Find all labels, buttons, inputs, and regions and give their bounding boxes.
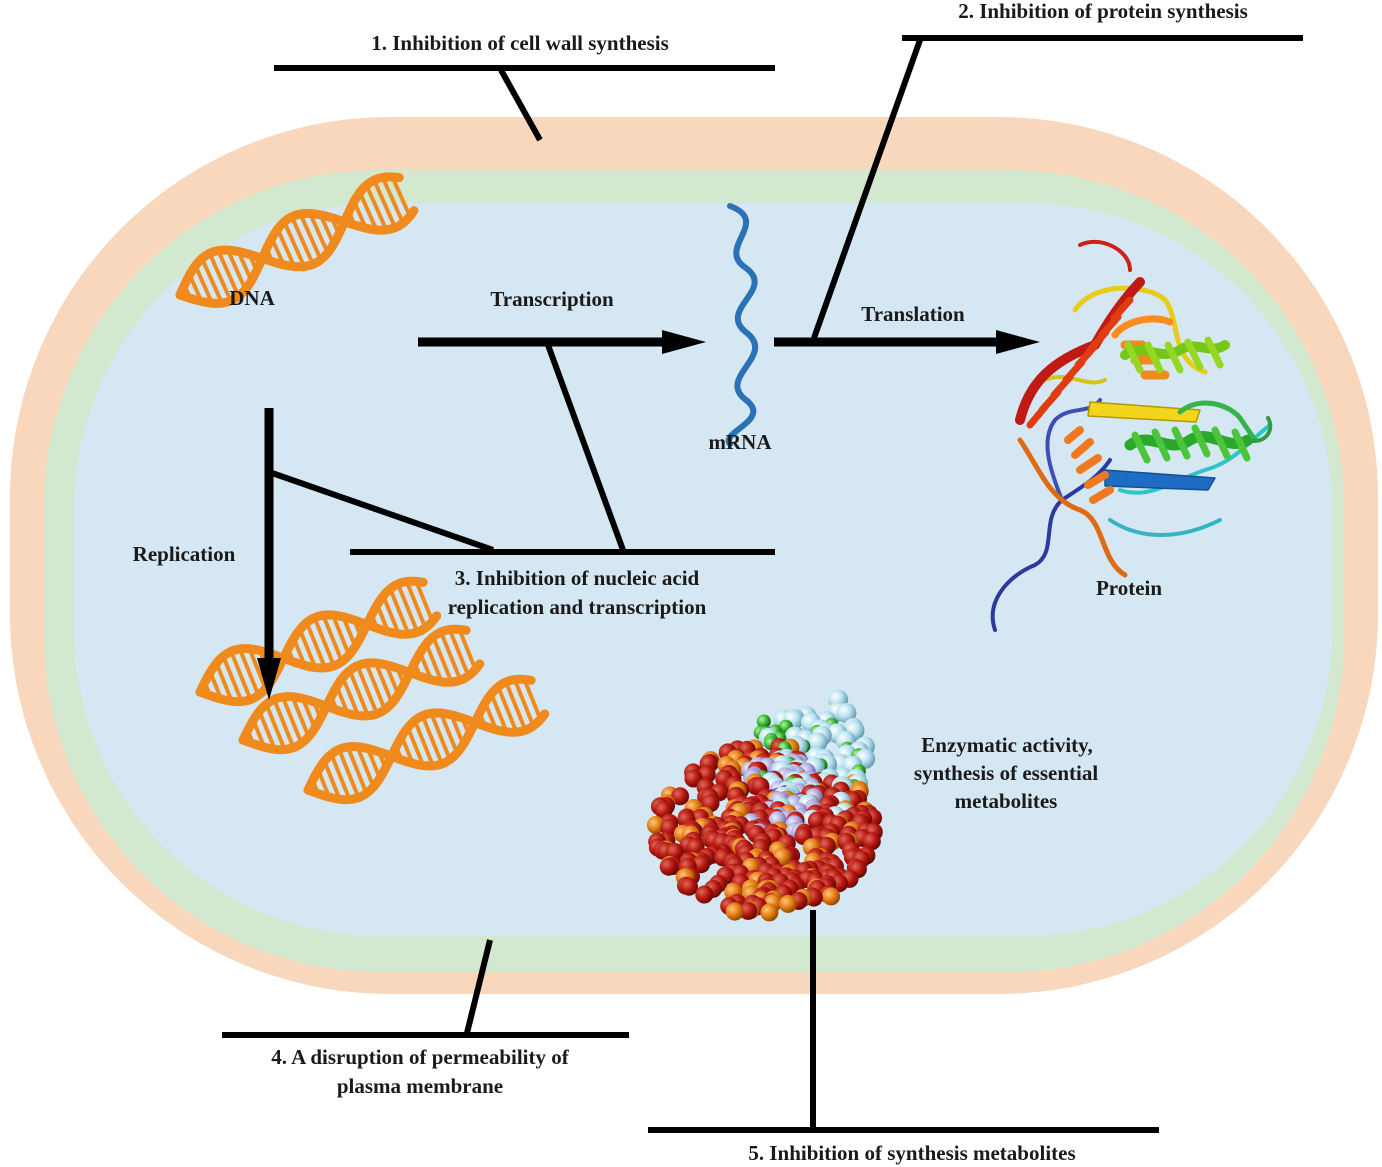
protein-ribbon-icon [990,239,1273,632]
replication-arrowhead [257,658,281,700]
dna-double-helix-icon [238,624,485,755]
translation-label: Translation [861,302,965,326]
protein-label: Protein [1096,576,1162,600]
translation-arrowhead [996,330,1040,354]
dna-double-helix-icon [195,576,442,707]
replication-label: Replication [133,542,236,566]
pointer-lines [222,35,1303,1133]
target-2-leader [811,38,923,340]
target-2-label: 2. Inhibition of protein synthesis [958,0,1248,23]
transcription-arrowhead [662,330,706,354]
target-5-label: 5. Inhibition of synthesis metabolites [748,1141,1075,1165]
process-arrows [257,330,1040,700]
enzymatic-label-line-3: metabolites [955,789,1058,813]
target-4-label-line-2: plasma membrane [337,1074,503,1098]
target-1-leader [498,68,543,142]
mrna-label: mRNA [709,430,773,454]
enzymatic-label-line-2: synthesis of essential [914,761,1099,785]
target-3-leader-a [545,343,626,552]
transcription-label: Transcription [490,287,614,311]
target-3-label-line-1: 3. Inhibition of nucleic acid [455,566,700,590]
dna-double-helix-icon [175,172,419,308]
dna-double-helix-icon [303,674,550,805]
target-1-label: 1. Inhibition of cell wall synthesis [371,31,669,55]
target-4-label-line-1: 4. A disruption of permeability of [271,1045,570,1069]
mrna-strand-icon [725,203,758,447]
target-4-leader [464,939,493,1034]
enzymatic-label-line-1: Enzymatic activity, [921,733,1092,757]
target-3-leader-b [271,470,494,553]
dna-label: DNA [229,286,275,310]
enzyme-spacefill-icon [646,689,883,922]
labels: DNA Transcription mRNA Translation Prote… [133,0,1248,1165]
target-3-label-line-2: replication and transcription [448,595,707,619]
